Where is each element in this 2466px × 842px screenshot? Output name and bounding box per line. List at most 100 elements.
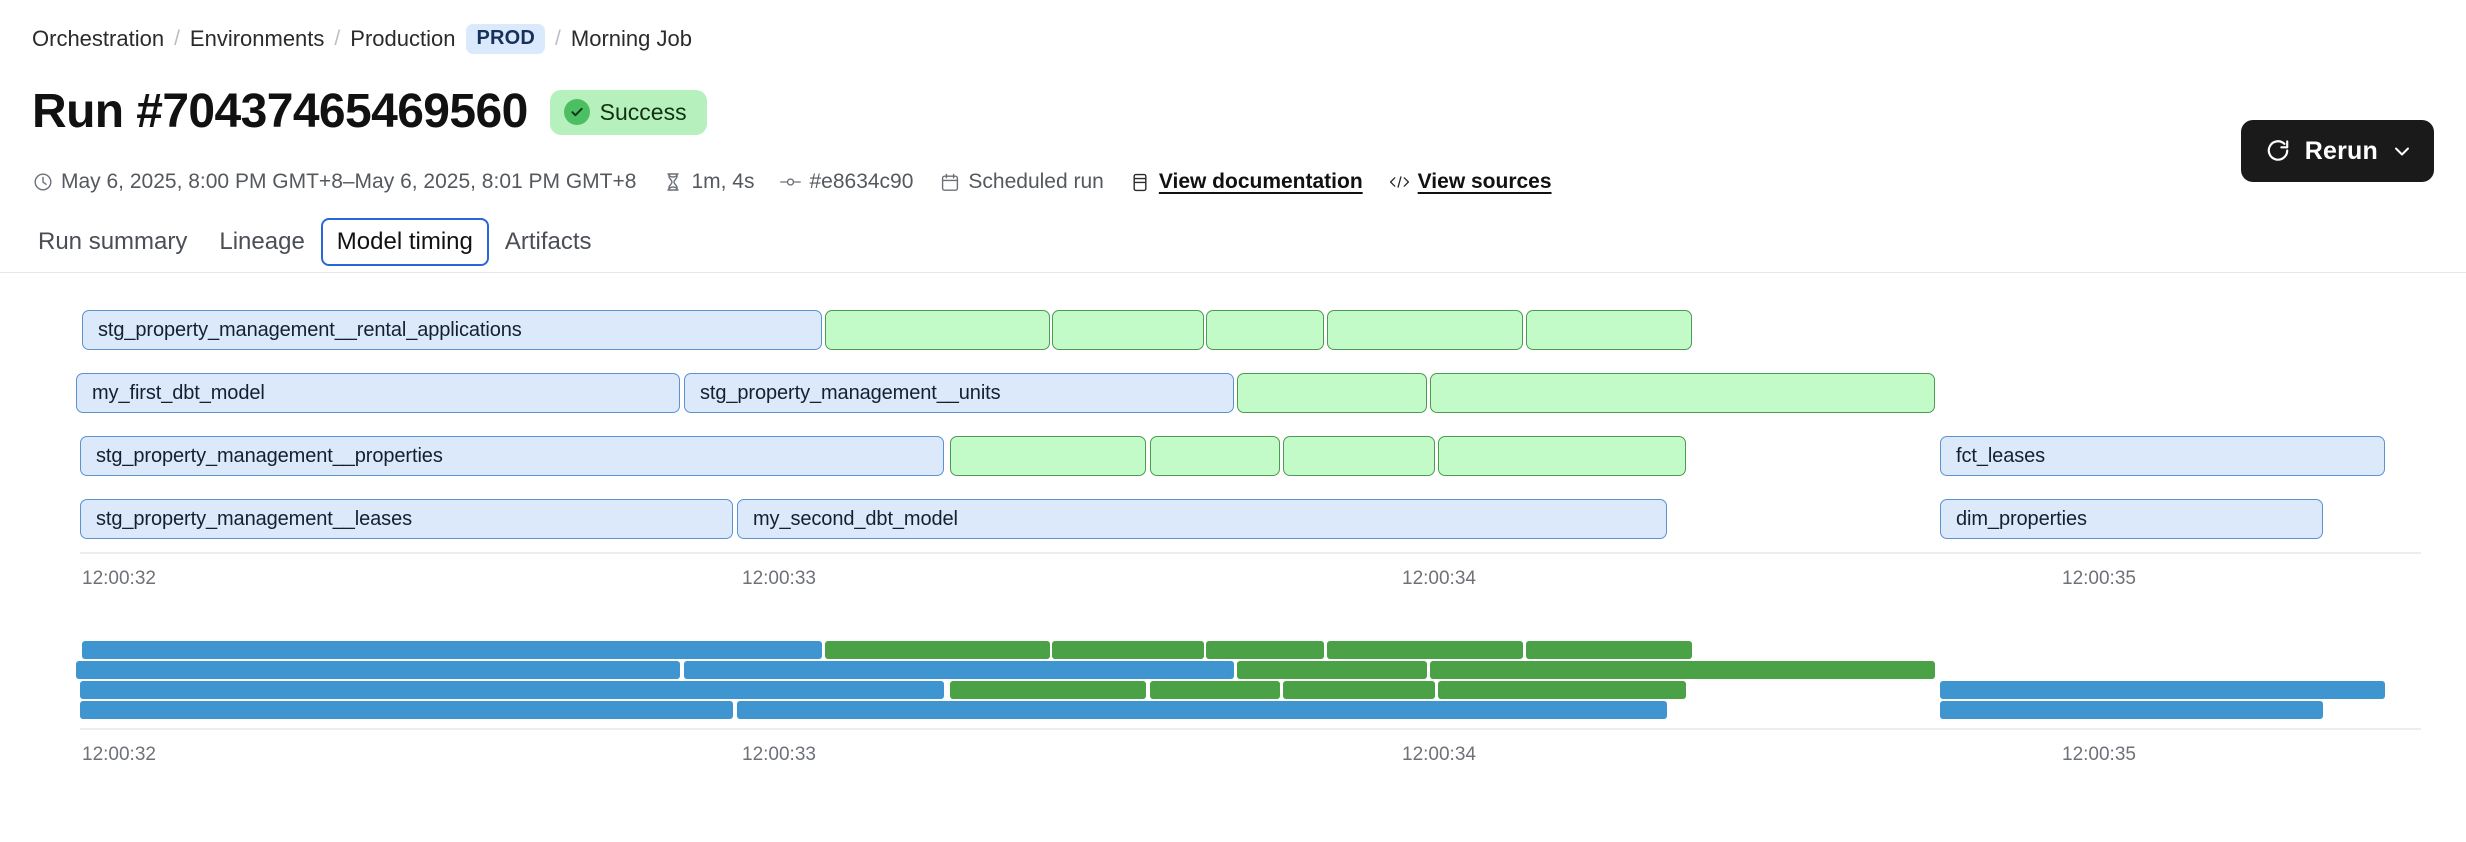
- gantt-bar-stg_property_management__leases[interactable]: stg_property_management__leases: [80, 499, 733, 539]
- gantt-bar-test[interactable]: [1526, 310, 1692, 350]
- refresh-icon: [2265, 138, 2291, 164]
- overview-bar-test[interactable]: [1327, 641, 1523, 659]
- gantt-lane: stg_property_management__leases my_second…: [0, 489, 2466, 552]
- overview-lane: [0, 660, 2466, 680]
- gantt-lane: stg_property_management__properties fct_l…: [0, 426, 2466, 489]
- gantt-bar-stg_property_management__rental_applications[interactable]: stg_property_management__rental_applicat…: [82, 310, 822, 350]
- overview-lane: [0, 640, 2466, 660]
- overview-bar-model[interactable]: [80, 681, 944, 699]
- meta-item-calendar: Scheduled run: [939, 170, 1104, 194]
- clock-icon: [32, 172, 53, 193]
- overview-bar-test[interactable]: [1526, 641, 1692, 659]
- gantt-bar-test[interactable]: [1430, 373, 1935, 413]
- breadcrumb-badge-prod: PROD: [466, 24, 546, 54]
- axis-tick-label: 12:00:35: [2062, 744, 2136, 765]
- meta-item-clock: May 6, 2025, 8:00 PM GMT+8–May 6, 2025, …: [32, 170, 636, 194]
- overview-x-axis: 12:00:32 12:00:33 12:00:34 12:00:35: [0, 728, 2466, 774]
- overview-bar-model[interactable]: [80, 701, 733, 719]
- axis-line: [80, 728, 2421, 730]
- overview-bar-test[interactable]: [950, 681, 1146, 699]
- hourglass-icon: [662, 172, 683, 193]
- gantt-bar-test[interactable]: [1052, 310, 1204, 350]
- overview-bar-model[interactable]: [1940, 681, 2385, 699]
- chevron-down-icon[interactable]: [2392, 141, 2412, 161]
- breadcrumb-item-environments[interactable]: Environments: [189, 26, 325, 51]
- overview-bar-test[interactable]: [1237, 661, 1427, 679]
- model-timing-overview[interactable]: 12:00:32 12:00:33 12:00:34 12:00:35: [0, 640, 2466, 774]
- run-metadata: May 6, 2025, 8:00 PM GMT+8–May 6, 2025, …: [32, 170, 1552, 194]
- calendar-icon: [939, 172, 960, 193]
- tab-artifacts[interactable]: Artifacts: [504, 228, 592, 255]
- axis-tick-label: 12:00:34: [1402, 568, 1476, 589]
- meta-item-commit: #e8634c90: [780, 170, 913, 194]
- overview-bar-test[interactable]: [825, 641, 1050, 659]
- gantt-bar-test[interactable]: [1438, 436, 1686, 476]
- gantt-bar-test[interactable]: [825, 310, 1050, 350]
- breadcrumb: Orchestration / Environments / Production PRO…: [32, 24, 692, 54]
- overview-bar-model[interactable]: [1940, 701, 2323, 719]
- overview-bar-test[interactable]: [1283, 681, 1435, 699]
- axis-tick-label: 12:00:34: [1402, 744, 1476, 765]
- gantt-bar-my_second_dbt_model[interactable]: my_second_dbt_model: [737, 499, 1667, 539]
- meta-text[interactable]: View documentation: [1158, 170, 1363, 193]
- overview-bar-test[interactable]: [1438, 681, 1686, 699]
- gantt-bar-test[interactable]: [1206, 310, 1324, 350]
- breadcrumb-item-morning-job[interactable]: Morning Job: [570, 26, 692, 51]
- overview-bar-test[interactable]: [1052, 641, 1204, 659]
- gantt-bar-label: stg_property_management__units: [700, 381, 1001, 404]
- gantt-bar-test[interactable]: [950, 436, 1146, 476]
- meta-text: Scheduled run: [968, 170, 1104, 193]
- axis-line: [80, 552, 2421, 554]
- overview-bar-model[interactable]: [737, 701, 1667, 719]
- gantt-bar-label: stg_property_management__leases: [96, 507, 412, 530]
- axis-tick-label: 12:00:35: [2062, 568, 2136, 589]
- gantt-bar-stg_property_management__units[interactable]: stg_property_management__units: [684, 373, 1234, 413]
- gantt-bar-label: dim_properties: [1956, 507, 2087, 530]
- gantt-bar-test[interactable]: [1150, 436, 1280, 476]
- gantt-lane: my_first_dbt_model stg_property_managemen…: [0, 363, 2466, 426]
- overview-bar-test[interactable]: [1430, 661, 1935, 679]
- breadcrumb-separator: /: [555, 27, 561, 50]
- overview-lane: [0, 700, 2466, 720]
- overview-bar-test[interactable]: [1150, 681, 1280, 699]
- gantt-bar-my_first_dbt_model[interactable]: my_first_dbt_model: [76, 373, 680, 413]
- tab-bar-divider: [0, 272, 2466, 273]
- gantt-bar-test[interactable]: [1237, 373, 1427, 413]
- tab-lineage[interactable]: Lineage: [219, 228, 305, 255]
- gantt-bar-fct_leases[interactable]: fct_leases: [1940, 436, 2385, 476]
- breadcrumb-item-orchestration[interactable]: Orchestration: [32, 26, 165, 51]
- overview-bar-model[interactable]: [82, 641, 822, 659]
- breadcrumb-separator: /: [334, 27, 341, 50]
- tab-model-timing[interactable]: Model timing: [320, 218, 489, 266]
- axis-tick-label: 12:00:33: [742, 744, 816, 765]
- meta-text: #e8634c90: [809, 170, 914, 193]
- rerun-button[interactable]: Rerun: [2240, 120, 2434, 182]
- gantt-bar-label: my_second_dbt_model: [753, 507, 958, 530]
- gantt-bar-stg_property_management__properties[interactable]: stg_property_management__properties: [80, 436, 944, 476]
- meta-item-book[interactable]: View documentation: [1130, 170, 1363, 194]
- tab-run-summary[interactable]: Run summary: [38, 228, 188, 255]
- meta-text[interactable]: View sources: [1417, 170, 1552, 193]
- page-title: Run #70437465469560: [32, 85, 528, 138]
- commit-icon: [780, 172, 802, 193]
- axis-tick-label: 12:00:32: [82, 744, 156, 765]
- meta-text: May 6, 2025, 8:00 PM GMT+8–May 6, 2025, …: [61, 170, 637, 193]
- status-label: Success: [599, 98, 687, 125]
- breadcrumb-item-production[interactable]: Production: [350, 26, 456, 51]
- tab-bar: Run summary Lineage Model timing Artifacts: [22, 218, 608, 266]
- overview-bar-model[interactable]: [76, 661, 680, 679]
- overview-lane: [0, 680, 2466, 700]
- overview-bar-model[interactable]: [684, 661, 1234, 679]
- meta-item-hourglass: 1m, 4s: [662, 170, 754, 194]
- meta-item-code[interactable]: View sources: [1389, 170, 1552, 194]
- meta-text: 1m, 4s: [691, 170, 755, 193]
- gantt-bar-test[interactable]: [1327, 310, 1523, 350]
- book-icon: [1130, 172, 1151, 193]
- axis-tick-label: 12:00:32: [82, 568, 156, 589]
- overview-bar-test[interactable]: [1206, 641, 1324, 659]
- gantt-bar-label: stg_property_management__rental_applicat…: [98, 318, 522, 341]
- gantt-bar-test[interactable]: [1283, 436, 1435, 476]
- gantt-lane: stg_property_management__rental_applicat…: [0, 300, 2466, 363]
- gantt-bar-dim_properties[interactable]: dim_properties: [1940, 499, 2323, 539]
